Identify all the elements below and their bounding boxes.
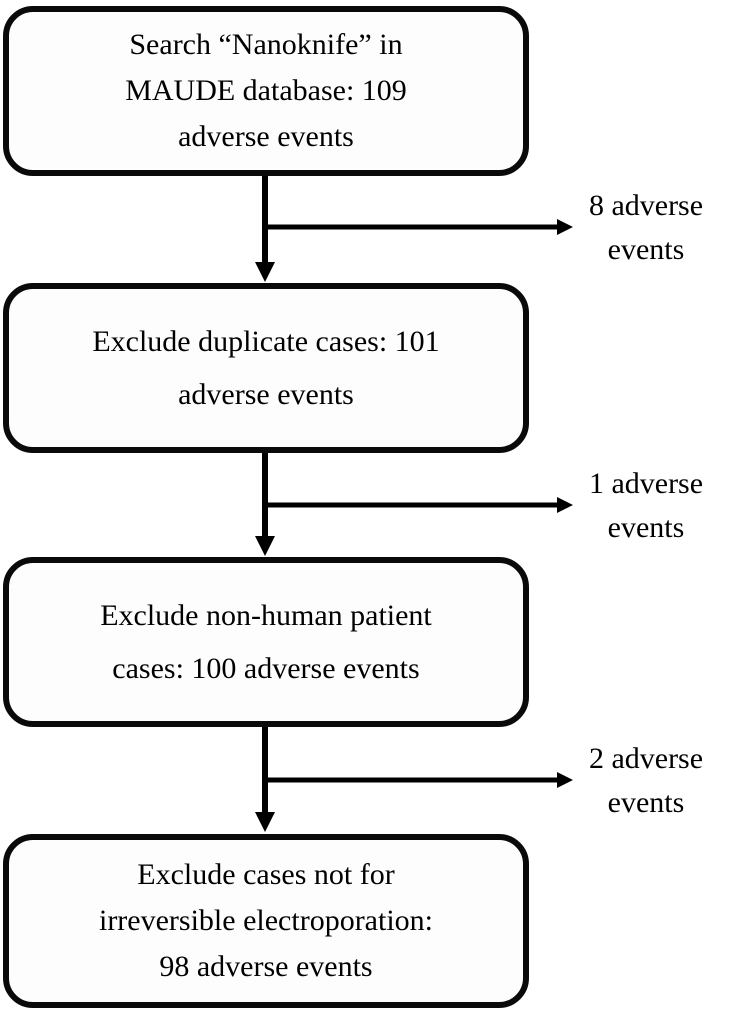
branch-arrow-1 bbox=[265, 219, 573, 235]
branch-arrow-3 bbox=[265, 772, 573, 788]
flow-box-exclude-duplicates-text: Exclude duplicate cases: 101 adverse eve… bbox=[92, 325, 440, 411]
flow-box-search-maude: Search “Nanoknife” in MAUDE database: 10… bbox=[3, 6, 529, 176]
branch-label-excluded-duplicates: 8 adverse events bbox=[588, 189, 704, 266]
down-arrow-3 bbox=[255, 724, 275, 832]
down-arrow-1 bbox=[255, 173, 275, 282]
flow-box-search-maude-text: Search “Nanoknife” in MAUDE database: 10… bbox=[125, 28, 407, 153]
branch-label-excluded-nonhuman: 1 adverse events bbox=[588, 467, 704, 544]
down-arrow-2 bbox=[255, 450, 275, 556]
flow-box-exclude-nonhuman: Exclude non-human patient cases: 100 adv… bbox=[3, 557, 529, 727]
flow-box-exclude-duplicates: Exclude duplicate cases: 101 adverse eve… bbox=[3, 283, 529, 453]
flow-box-exclude-non-ire: Exclude cases not for irreversible elect… bbox=[3, 834, 529, 1008]
branch-arrow-2 bbox=[265, 497, 573, 513]
branch-label-excluded-non-ire: 2 adverse events bbox=[588, 742, 704, 819]
flow-box-exclude-non-ire-text: Exclude cases not for irreversible elect… bbox=[98, 858, 433, 983]
flow-box-exclude-nonhuman-text: Exclude non-human patient cases: 100 adv… bbox=[100, 599, 432, 685]
